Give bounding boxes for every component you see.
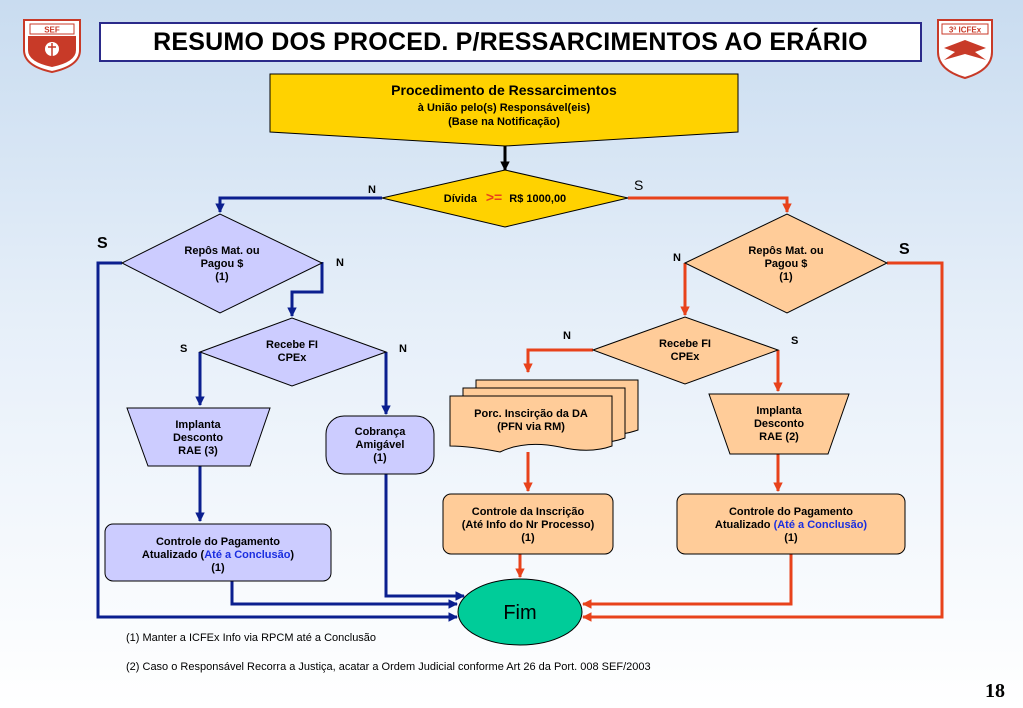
label-repos-left-s: S [97, 235, 108, 252]
controle-left-line2c: ) [290, 549, 294, 561]
start-line1: Procedimento de Ressarcimentos [391, 82, 617, 98]
edge-controle-left-fim [230, 581, 458, 609]
repos-right-line2: Pagou $ [765, 258, 808, 270]
edge-repos-left-s [96, 261, 458, 622]
label-recebe-left-s: S [180, 343, 187, 355]
controle-right-line2a: Atualizado [715, 519, 774, 531]
edge-recebe-right-n [523, 348, 593, 373]
edge-divida-s [628, 196, 792, 213]
node-controle-inscricao: Controle da Inscrição (Até Info do Nr Pr… [442, 493, 614, 555]
cobranca-line1: Cobrança [355, 426, 407, 438]
footnote-2: (2) Caso o Responsável Recorra a Justiça… [126, 661, 651, 673]
recebe-left-line1: Recebe FI [266, 339, 318, 351]
label-repos-right-s: S [899, 241, 910, 258]
controle-insc-line3: (1) [521, 532, 535, 544]
repos-left-line3: (1) [215, 271, 229, 283]
porc-line1: Porc. Inscirção da DA [474, 408, 588, 420]
node-controle-right: Controle do Pagamento Atualizado (Até a … [676, 493, 906, 555]
node-repos-left: Repôs Mat. ou Pagou $ (1) [120, 213, 324, 314]
edge-repos-left-n [287, 262, 324, 317]
implanta-left-line3: RAE (3) [178, 445, 218, 457]
controle-left-line2b: Até a Conclusão [204, 549, 290, 561]
edge-cobranca-fim [384, 474, 465, 601]
svg-text:Dívida >= R$ 1000: Dívida >= R$ 1000,00 [444, 189, 566, 205]
controle-left-line3: (1) [211, 562, 225, 574]
implanta-left-line2: Desconto [173, 432, 223, 444]
svg-text:Atualizado (Até a Conclusão): Atualizado (Até a Conclusão) [715, 519, 868, 531]
icfex-logo-text: 3ª ICFEx [949, 26, 982, 35]
sef-logo-text: SEF [44, 26, 60, 35]
node-controle-left: Controle do Pagamento Atualizado (Até a … [104, 523, 332, 582]
label-divida-n: N [368, 184, 376, 196]
controle-right-line3: (1) [784, 532, 798, 544]
controle-right-line2b: (Até a Conclusão) [774, 519, 868, 531]
divida-value: R$ 1000,00 [509, 193, 566, 205]
page-number: 18 [985, 680, 1005, 702]
sef-logo: SEF [23, 19, 81, 74]
controle-left-line2a: Atualizado ( [142, 549, 205, 561]
implanta-right-line2: Desconto [754, 418, 804, 430]
icfex-logo: 3ª ICFEx [937, 19, 993, 80]
repos-right-line3: (1) [779, 271, 793, 283]
page-title: RESUMO DOS PROCED. P/RESSARCIMENTOS AO E… [99, 22, 922, 62]
footnote-1: (1) Manter a ICFEx Info via RPCM até a C… [126, 632, 377, 644]
node-divida: Dívida >= R$ 1000,00 [381, 169, 629, 228]
divida-operator: >= [486, 189, 502, 205]
label-recebe-right-s: S [791, 335, 798, 347]
recebe-left-line2: CPEx [278, 352, 308, 364]
node-implanta-right: Implanta Desconto RAE (2) [708, 393, 850, 455]
node-porc: Porc. Inscirção da DA (PFN via RM) [449, 379, 639, 453]
svg-text:Atualizado (Até a Conclusão): Atualizado (Até a Conclusão) [142, 549, 295, 561]
controle-insc-line1: Controle da Inscrição [472, 506, 585, 518]
edge-divida-n [215, 196, 382, 213]
implanta-right-line1: Implanta [756, 405, 802, 417]
label-recebe-left-n: N [399, 343, 407, 355]
label-repos-left-n: N [336, 257, 344, 269]
start-line2: à União pelo(s) Responsável(eis) [418, 102, 591, 114]
node-cobranca: Cobrança Amigável (1) [325, 415, 435, 475]
cobranca-line3: (1) [373, 452, 387, 464]
controle-right-line1: Controle do Pagamento [729, 506, 853, 518]
node-recebe-right: Recebe FI CPEx [591, 316, 780, 385]
start-line3: (Base na Notificação) [448, 116, 560, 128]
porc-line2: (PFN via RM) [497, 421, 565, 433]
fim-label: Fim [503, 602, 536, 624]
repos-left-line1: Repôs Mat. ou [184, 245, 259, 257]
label-recebe-right-n: N [563, 330, 571, 342]
recebe-right-line2: CPEx [671, 351, 701, 363]
node-repos-right: Repôs Mat. ou Pagou $ (1) [683, 213, 889, 314]
controle-left-line1: Controle do Pagamento [156, 536, 280, 548]
label-divida-s: S [634, 177, 643, 193]
node-start: Procedimento de Ressarcimentos à União p… [269, 73, 739, 147]
repos-right-line1: Repôs Mat. ou [748, 245, 823, 257]
implanta-right-line3: RAE (2) [759, 431, 799, 443]
controle-insc-line2: (Até Info do Nr Processo) [462, 519, 595, 531]
implanta-left-line1: Implanta [175, 419, 221, 431]
node-fim: Fim [457, 578, 583, 646]
repos-left-line2: Pagou $ [201, 258, 244, 270]
edge-repos-right-s [582, 261, 944, 622]
recebe-right-line1: Recebe FI [659, 338, 711, 350]
label-repos-right-n: N [673, 252, 681, 264]
edge-controle-right-fim [582, 554, 793, 609]
node-recebe-left: Recebe FI CPEx [198, 317, 388, 387]
cobranca-line2: Amigável [356, 439, 405, 451]
divida-label: Dívida [444, 193, 478, 205]
node-implanta-left: Implanta Desconto RAE (3) [126, 407, 271, 467]
